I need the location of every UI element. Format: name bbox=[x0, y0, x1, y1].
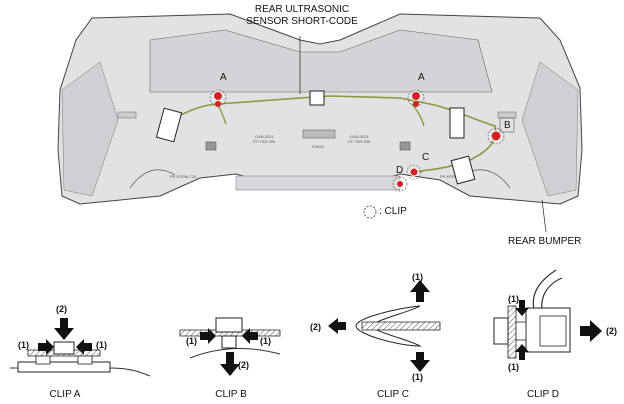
clip-a-head bbox=[53, 341, 75, 355]
arrow-left-icon bbox=[328, 318, 346, 334]
clip-marker-icon bbox=[396, 180, 404, 188]
bumper-right-wing bbox=[521, 61, 579, 197]
bumper-left-clip-bracket bbox=[205, 141, 217, 151]
clip-d-panel bbox=[507, 305, 517, 359]
bumper-lower-band bbox=[235, 175, 401, 191]
arrow-right-icon bbox=[580, 320, 602, 342]
step-label: (1) bbox=[412, 372, 423, 382]
clip-marker-icon bbox=[409, 167, 419, 177]
clip-a-foot-left bbox=[35, 355, 51, 365]
arrow-up-icon bbox=[410, 280, 430, 302]
clip-d-detail bbox=[493, 269, 602, 360]
arrow-down-icon bbox=[54, 318, 74, 340]
bumper-top-recess bbox=[149, 29, 493, 93]
clip-d-connector-face bbox=[539, 315, 567, 347]
molded-text: FF-TSR-395 bbox=[348, 139, 371, 144]
arrow-down-icon bbox=[515, 300, 529, 316]
harness-connector bbox=[450, 155, 476, 185]
molded-text: PP-EPDM-T20 bbox=[440, 174, 467, 179]
step-label: (1) bbox=[96, 340, 107, 350]
bumper-left-arch bbox=[129, 169, 176, 189]
step-label: (2) bbox=[238, 360, 249, 370]
clip-a-right-marker: A bbox=[418, 72, 425, 83]
clip-b-surface bbox=[189, 347, 281, 359]
bumper-right-reflector bbox=[497, 111, 517, 119]
clip-marker-icon bbox=[413, 101, 419, 107]
clip-legend-icon bbox=[363, 205, 377, 219]
clip-c-marker: C bbox=[422, 152, 429, 163]
clip-a-left-marker: A bbox=[220, 72, 227, 83]
clip-dashed-ring bbox=[209, 89, 227, 107]
arrow-right-icon bbox=[200, 328, 216, 344]
clip-marker-icon bbox=[213, 91, 223, 101]
step-label: (1) bbox=[508, 362, 519, 372]
clip-b-marker: B bbox=[504, 120, 511, 131]
molded-text: PP-EPDM-T20 bbox=[170, 174, 197, 179]
clip-legend-label: : CLIP bbox=[379, 206, 407, 217]
clip-c-panel bbox=[361, 321, 441, 331]
bumper-left-wing bbox=[61, 61, 119, 197]
step-label: (1) bbox=[18, 340, 29, 350]
clip-b-detail bbox=[179, 317, 281, 376]
clip-a-caption: CLIP A bbox=[49, 389, 81, 400]
clip-marker-icon bbox=[215, 101, 221, 107]
arrow-up-icon bbox=[515, 344, 529, 360]
clip-d-wire bbox=[532, 269, 557, 311]
step-label: (1) bbox=[260, 336, 271, 346]
molded-text: K3000 bbox=[312, 144, 324, 149]
molded-text: GAN-3021 bbox=[255, 134, 275, 139]
molded-text: FF-TSR-395 bbox=[253, 139, 276, 144]
step-label: (2) bbox=[56, 304, 67, 314]
step-label: (2) bbox=[606, 326, 617, 336]
harness-wire bbox=[411, 103, 425, 127]
clip-b-caption: CLIP B bbox=[215, 389, 247, 400]
clip-d-wire bbox=[541, 277, 563, 311]
clip-c-detail bbox=[328, 280, 441, 372]
harness-connector bbox=[309, 90, 325, 106]
arrow-left-icon bbox=[76, 339, 92, 355]
clip-marker-icon bbox=[490, 130, 502, 142]
arrow-left-icon bbox=[242, 328, 258, 344]
clip-b-label-box bbox=[499, 117, 515, 133]
step-label: (1) bbox=[508, 294, 519, 304]
clip-a-foot-right bbox=[77, 355, 93, 365]
clip-a-wire bbox=[10, 367, 151, 377]
sensor-callout-line2: SENSOR SHORT-CODE bbox=[246, 16, 358, 27]
rear-bumper-callout: REAR BUMPER bbox=[508, 236, 582, 247]
clip-d-marker: D bbox=[396, 165, 403, 176]
step-label: (1) bbox=[186, 336, 197, 346]
clip-d-clip-tab bbox=[515, 321, 527, 341]
step-label: (1) bbox=[412, 272, 423, 282]
clip-dashed-ring bbox=[392, 176, 408, 192]
clip-dashed-ring bbox=[407, 89, 425, 107]
arrow-right-icon bbox=[38, 339, 54, 355]
clip-c-caption: CLIP C bbox=[376, 389, 410, 400]
bumper-body bbox=[57, 13, 583, 205]
clip-a-detail bbox=[10, 318, 151, 377]
clip-marker-icon bbox=[411, 91, 421, 101]
sensor-harness bbox=[155, 89, 505, 192]
clip-c-body bbox=[355, 305, 422, 347]
clip-dashed-ring bbox=[487, 127, 505, 145]
bumper-callout-leader bbox=[541, 199, 547, 233]
molded-text: GAN-3021 bbox=[350, 134, 370, 139]
clip-d-caption: CLIP D bbox=[526, 389, 560, 400]
clip-d-clip-head bbox=[493, 317, 509, 345]
clip-a-body bbox=[17, 361, 111, 373]
bumper-center-emblem bbox=[302, 129, 336, 139]
arrow-down-icon bbox=[220, 352, 240, 376]
harness-connector bbox=[155, 107, 183, 143]
harness-connector bbox=[449, 107, 465, 139]
clip-b-stem bbox=[221, 335, 237, 349]
clip-dashed-ring bbox=[406, 164, 422, 180]
bumper-right-clip-bracket bbox=[399, 141, 411, 151]
bumper-left-reflector bbox=[117, 111, 137, 119]
clip-d-connector bbox=[525, 307, 571, 353]
sensor-callout-line1: REAR ULTRASONIC bbox=[254, 4, 350, 15]
arrow-down-icon bbox=[410, 352, 430, 372]
step-label: (2) bbox=[310, 322, 321, 332]
clip-b-head bbox=[215, 317, 243, 333]
rear-bumper-illustration: K3000 GAN-3021 FF-TSR-395 GAN-3021 FF-TS… bbox=[57, 13, 583, 205]
